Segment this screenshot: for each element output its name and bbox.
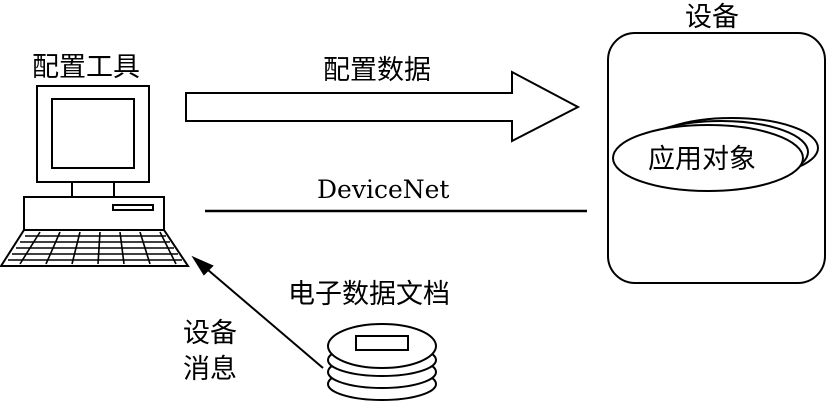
devicenet-label: DeviceNet	[317, 175, 449, 204]
disk-label-rect	[355, 335, 409, 351]
config-data-arrow	[185, 70, 581, 143]
device-label: 设备	[685, 2, 739, 33]
eds-label: 电子数据文档	[288, 279, 450, 310]
computer-icon	[0, 85, 190, 267]
monitor-stand	[71, 181, 115, 198]
eds-disk-stack-icon	[327, 323, 437, 401]
disk-drive-slot	[112, 204, 154, 211]
device-info-label-line1: 设备	[183, 318, 237, 349]
computer-base	[23, 196, 165, 231]
config-data-label: 配置数据	[323, 55, 431, 86]
keyboard-keys	[8, 231, 182, 265]
application-object-label: 应用对象	[648, 144, 756, 175]
application-object-front	[612, 124, 804, 192]
application-objects	[612, 117, 819, 192]
monitor-screen	[51, 98, 135, 169]
config-tool-label: 配置工具	[32, 52, 140, 83]
device-info-label-line2: 消息	[183, 354, 237, 385]
device-info-arrow	[191, 255, 324, 369]
